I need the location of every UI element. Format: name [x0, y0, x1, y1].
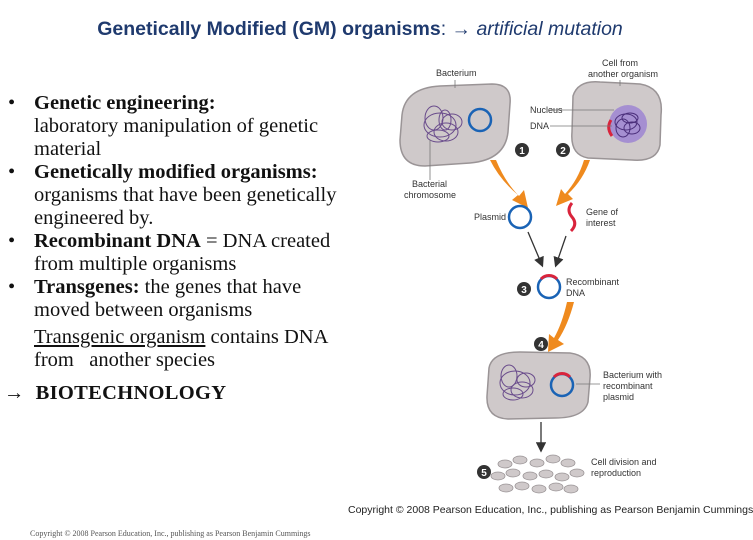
label-reproduction: reproduction	[591, 468, 641, 478]
arrow-plasmid-to-recombinant	[527, 231, 544, 268]
arrow-gene-to-recombinant	[553, 235, 567, 268]
definition-recombinant-dna: = DNA created from multiple organisms	[34, 230, 331, 275]
copyright-diagram: Copyright © 2008 Pearson Education, Inc.…	[348, 504, 753, 516]
label-another-organism: another organism	[588, 69, 658, 79]
recombinant-insert-in-cell	[552, 372, 572, 379]
recombinant-dna-circle	[536, 274, 562, 300]
label-bacterium-with: Bacterium with	[603, 370, 662, 380]
title-colon: :	[440, 18, 447, 40]
plasmid-circle-bacterium	[467, 107, 493, 133]
term-transgenic-organism: Transgenic organism	[34, 326, 206, 348]
label-plasmid: Plasmid	[474, 212, 506, 222]
recombinant-chromosome-icon	[499, 364, 536, 401]
copyright-footer: Copyright © 2008 Pearson Education, Inc.…	[30, 529, 311, 538]
label-cell-from: Cell from	[602, 58, 638, 68]
label-interest: interest	[586, 218, 616, 228]
term-transgenes: Transgenes:	[34, 276, 140, 298]
bullet-symbol: •	[8, 230, 16, 252]
term-genetic-engineering: Genetic engineering:	[34, 92, 216, 114]
gene-segment-donor	[607, 119, 614, 137]
title-bold-part: Genetically Modified (GM) organisms	[97, 18, 441, 40]
step-1-badge: 1	[515, 143, 529, 157]
orange-arrow-1	[490, 160, 528, 208]
label-chromosome: chromosome	[404, 190, 456, 200]
bacterium-cell	[399, 83, 511, 167]
label-nucleus: Nucleus	[530, 105, 563, 115]
label-recombinant: Recombinant	[566, 277, 620, 287]
label-cell-division: Cell division and	[591, 457, 657, 467]
bullet-genetic-engineering: • Genetic engineering:laboratory manipula…	[4, 92, 354, 161]
step-2-badge: 2	[556, 143, 570, 157]
svg-text:5: 5	[481, 468, 487, 479]
bullet-transgenes: • Transgenes: the genes that have moved b…	[4, 276, 354, 322]
transgenic-organism-line: Transgenic organism contains DNA from an…	[4, 326, 354, 372]
donor-cell	[571, 81, 663, 161]
definition-transgenes: the genes that have moved between organi…	[34, 276, 302, 321]
svg-text:1: 1	[519, 146, 525, 157]
transgenic-definition: contains DNA from another species	[34, 326, 333, 371]
label-recombinant-2: recombinant	[603, 381, 653, 391]
biotechnology-conclusion: → BIOTECHNOLOGY	[4, 382, 227, 404]
nucleus-icon	[609, 105, 647, 143]
bullet-symbol: •	[8, 92, 16, 114]
label-bacterial: Bacterial	[412, 179, 447, 189]
svg-text:3: 3	[521, 285, 527, 296]
bullet-gmo: • Genetically modified organisms: organis…	[4, 161, 354, 230]
label-bacterium: Bacterium	[436, 68, 477, 78]
label-gene-of: Gene of	[586, 207, 619, 217]
plasmid-circle	[507, 204, 533, 230]
gene-of-interest-icon	[567, 202, 577, 233]
dividing-bacteria-colony	[490, 454, 585, 494]
label-recombinant-dna: DNA	[566, 288, 585, 298]
svg-text:4: 4	[538, 340, 544, 351]
bullet-symbol: •	[8, 276, 16, 298]
definition-genetic-engineering: laboratory manipulation of genetic mater…	[34, 115, 319, 160]
step-4-badge: 4	[534, 337, 548, 351]
label-plasmid-2: plasmid	[603, 392, 634, 402]
definition-gmo: organisms that have been genetically eng…	[34, 184, 337, 229]
bullet-list: • Genetic engineering:laboratory manipula…	[4, 92, 354, 405]
recombinant-insert	[539, 274, 559, 281]
title-italic-part: → artificial mutation	[451, 18, 623, 40]
genetic-engineering-diagram: 1 2 3 4	[399, 58, 663, 494]
term-gmo: Genetically modified organisms:	[34, 161, 318, 183]
label-dna: DNA	[530, 121, 549, 131]
slide-title: Genetically Modified (GM) organisms: → a…	[0, 18, 720, 41]
step-5-badge: 5	[477, 465, 491, 479]
term-recombinant-dna: Recombinant DNA	[34, 230, 201, 252]
orange-arrow-2	[556, 160, 590, 206]
donor-dna-icon	[614, 112, 641, 138]
bullet-symbol: •	[8, 161, 16, 183]
bacterial-chromosome-icon	[423, 105, 463, 143]
svg-text:2: 2	[560, 146, 566, 157]
bullet-recombinant-dna: • Recombinant DNA = DNA created from mult…	[4, 230, 354, 276]
orange-arrow-3	[548, 302, 574, 352]
recombinant-bacterium	[486, 351, 591, 420]
step-3-badge: 3	[517, 282, 531, 296]
